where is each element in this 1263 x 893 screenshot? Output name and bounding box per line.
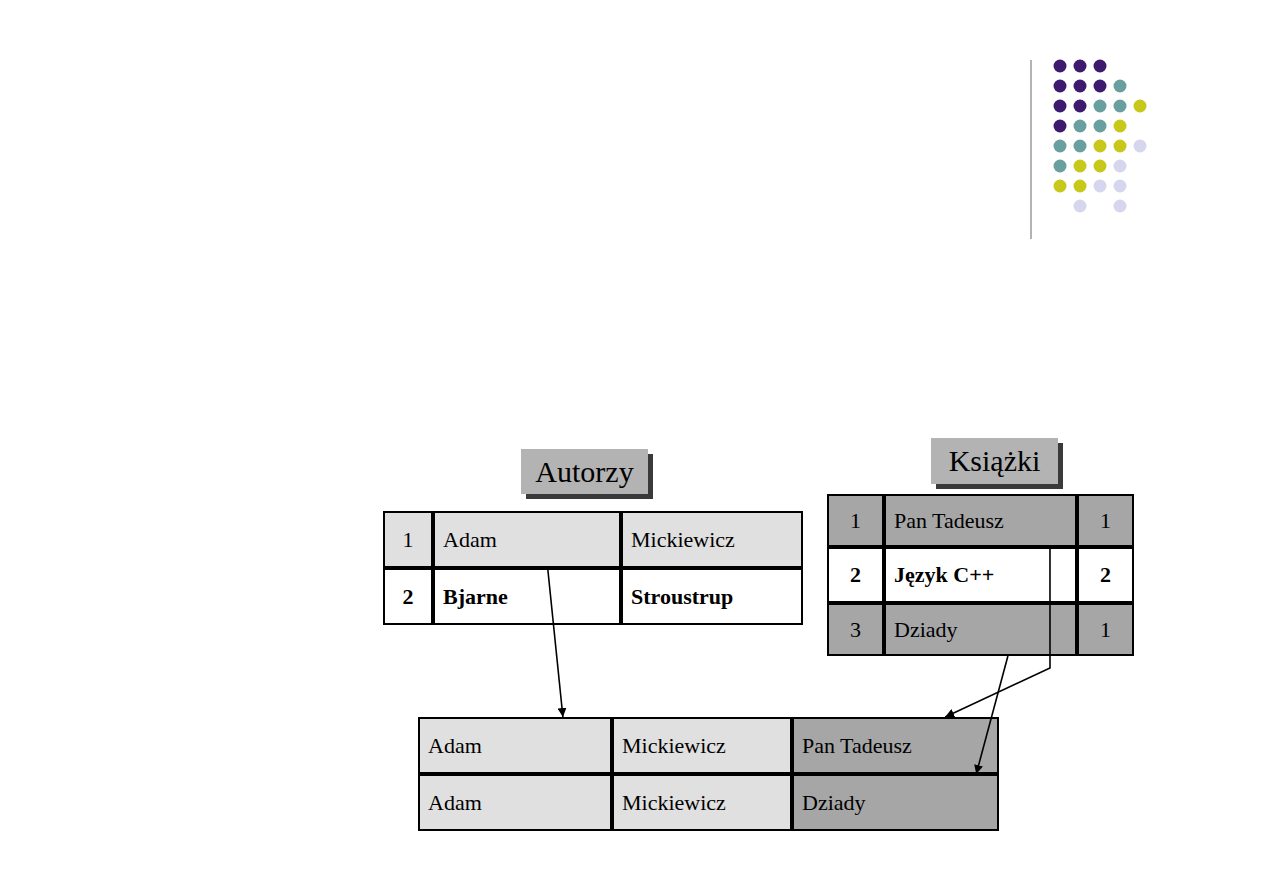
decor-dot xyxy=(1114,100,1127,113)
decor-dot xyxy=(1054,80,1067,93)
decor-dot xyxy=(1094,140,1107,153)
cell-text: 2 xyxy=(850,562,861,588)
decor-dot xyxy=(1074,180,1087,193)
table-cell: 3 xyxy=(827,603,884,656)
cell-text: 3 xyxy=(850,617,861,643)
cell-text: Pan Tadeusz xyxy=(894,508,1004,534)
table-cell: Mickiewicz xyxy=(612,774,792,831)
dot-pattern xyxy=(1054,60,1147,213)
table-cell: Dziady xyxy=(792,774,999,831)
decor-dot xyxy=(1114,120,1127,133)
cell-text: 1 xyxy=(1100,617,1111,643)
decor-dot xyxy=(1074,140,1087,153)
table-cell: Adam xyxy=(433,511,621,568)
table-cell: 1 xyxy=(1077,494,1134,547)
cell-text: Adam xyxy=(428,733,482,759)
table-cell: 1 xyxy=(1077,603,1134,656)
table-heading: Autorzy xyxy=(521,449,648,494)
table-cell: Stroustrup xyxy=(621,568,803,625)
cell-text: Mickiewicz xyxy=(622,733,726,759)
table-cell: Pan Tadeusz xyxy=(884,494,1077,547)
cell-text: 1 xyxy=(1100,508,1111,534)
decor-dot xyxy=(1054,160,1067,173)
decor-dot xyxy=(1094,60,1107,73)
table-cell: Adam xyxy=(418,717,612,774)
decor-dot xyxy=(1094,120,1107,133)
decor-dot xyxy=(1074,100,1087,113)
cell-text: Mickiewicz xyxy=(622,790,726,816)
decor-dot xyxy=(1094,100,1107,113)
decor-dot xyxy=(1134,140,1147,153)
decor-dot xyxy=(1114,180,1127,193)
table-cell: Bjarne xyxy=(433,568,621,625)
decor-dot xyxy=(1114,80,1127,93)
decor-dot xyxy=(1134,100,1147,113)
cell-text: Książki xyxy=(949,444,1041,478)
table-cell: Adam xyxy=(418,774,612,831)
decor-dot xyxy=(1054,100,1067,113)
table-cell: 2 xyxy=(1077,547,1134,603)
table-cell: Mickiewicz xyxy=(612,717,792,774)
table-cell: Język C++ xyxy=(884,547,1077,603)
table-cell: Mickiewicz xyxy=(621,511,803,568)
decor-dot xyxy=(1074,80,1087,93)
cell-text: 1 xyxy=(403,527,414,553)
divider-line xyxy=(1030,60,1032,239)
decor-dot xyxy=(1074,60,1087,73)
cell-text: Mickiewicz xyxy=(631,527,735,553)
table-cell: 1 xyxy=(827,494,884,547)
decor-dot xyxy=(1094,80,1107,93)
cell-text: 2 xyxy=(403,584,414,610)
cell-text: Język C++ xyxy=(894,562,994,588)
table-cell: 2 xyxy=(383,568,433,625)
cell-text: Dziady xyxy=(894,617,958,643)
cell-text: Adam xyxy=(443,527,497,553)
cell-text: Dziady xyxy=(802,790,866,816)
decor-dot xyxy=(1054,140,1067,153)
table-cell: 1 xyxy=(383,511,433,568)
cell-text: 2 xyxy=(1100,562,1111,588)
table-cell: Pan Tadeusz xyxy=(792,717,999,774)
decor-dot xyxy=(1074,120,1087,133)
cell-text: Bjarne xyxy=(443,584,508,610)
decor-dot xyxy=(1054,180,1067,193)
table-cell: 2 xyxy=(827,547,884,603)
decor-dot xyxy=(1094,180,1107,193)
cell-text: Pan Tadeusz xyxy=(802,733,912,759)
decor-dot xyxy=(1094,160,1107,173)
table-cell: Dziady xyxy=(884,603,1077,656)
cell-text: Adam xyxy=(428,790,482,816)
decor-dot xyxy=(1074,160,1087,173)
cell-text: 1 xyxy=(850,508,861,534)
decor-dot xyxy=(1054,60,1067,73)
cell-text: Autorzy xyxy=(535,455,633,489)
decor-dot xyxy=(1114,140,1127,153)
table-heading: Książki xyxy=(931,438,1058,484)
decor-dot xyxy=(1114,200,1127,213)
decor-dot xyxy=(1074,200,1087,213)
cell-text: Stroustrup xyxy=(631,584,733,610)
decor-dot xyxy=(1114,160,1127,173)
decor-dot xyxy=(1054,120,1067,133)
